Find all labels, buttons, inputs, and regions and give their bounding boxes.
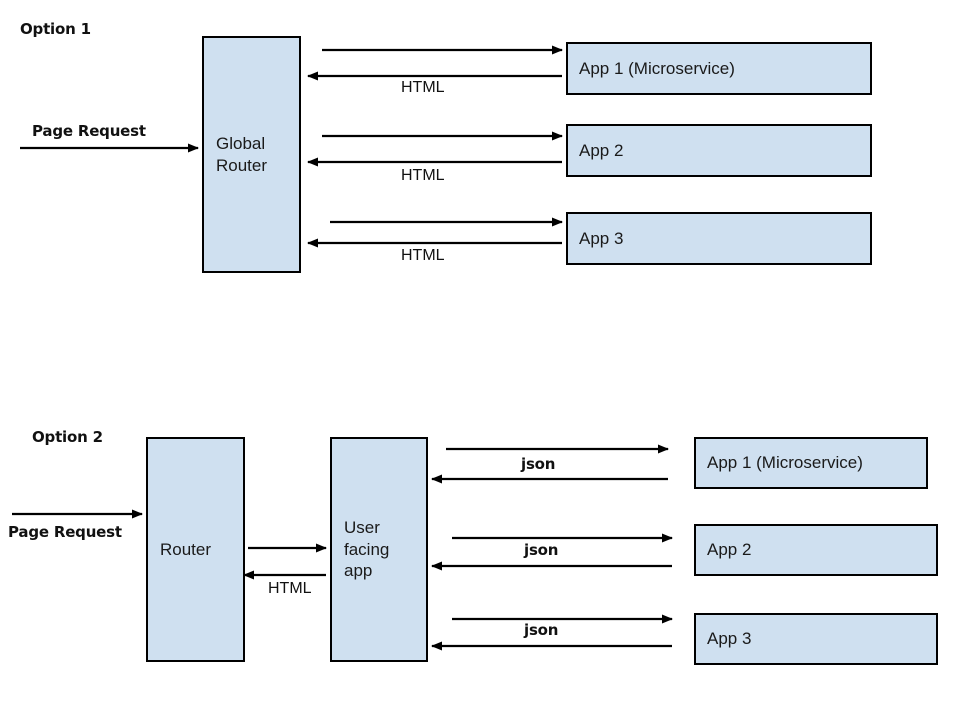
option2-user-facing-app-box[interactable]: User facing app xyxy=(330,437,428,662)
option2-app1-response-label: json xyxy=(521,455,556,473)
option2-app1-box[interactable]: App 1 (Microservice) xyxy=(694,437,928,489)
option2-router-box[interactable]: Router xyxy=(146,437,245,662)
option2-app2-box[interactable]: App 2 xyxy=(694,524,938,576)
option2-app3-response-label: json xyxy=(524,621,559,639)
option2-title: Option 2 xyxy=(32,428,103,446)
option1-page-request-label: Page Request xyxy=(32,122,146,140)
option1-app3-box[interactable]: App 3 xyxy=(566,212,872,265)
option1-global-router-line2: Router xyxy=(216,155,268,175)
option2-user-facing-app-line3: app xyxy=(344,561,373,581)
option1-title: Option 1 xyxy=(20,20,91,38)
option1-app1-response-label: HTML xyxy=(401,79,445,96)
option1-global-router-line1: Global xyxy=(216,133,266,153)
option2-page-request-label: Page Request xyxy=(8,523,122,541)
option2-app3-box[interactable]: App 3 xyxy=(694,613,938,665)
option1-app1-box[interactable]: App 1 (Microservice) xyxy=(566,42,872,95)
option2-router-response-label: HTML xyxy=(268,580,312,597)
option2-app2-response-label: json xyxy=(524,541,559,559)
option2-user-facing-app-line1: User xyxy=(344,517,380,537)
option1-app3-response-label: HTML xyxy=(401,247,445,264)
option2-user-facing-app-line2: facing xyxy=(344,539,390,559)
option1-app2-box[interactable]: App 2 xyxy=(566,124,872,177)
option1-global-router-box[interactable]: Global Router xyxy=(202,36,301,273)
option1-app2-response-label: HTML xyxy=(401,167,445,184)
